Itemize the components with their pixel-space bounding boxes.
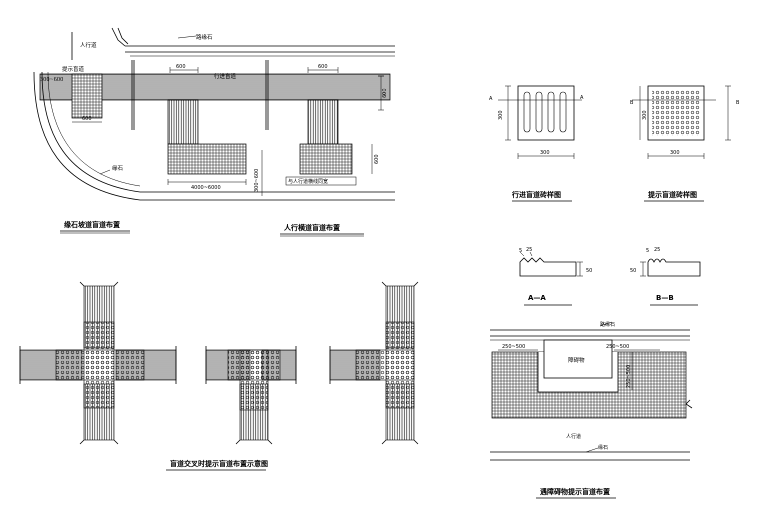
section-a-dim-50: 50 bbox=[586, 268, 592, 274]
dim-600-e: 600 bbox=[374, 154, 380, 164]
obstacle-dim-right: 250~500 bbox=[606, 344, 629, 350]
label-curb: 路缘石 bbox=[196, 33, 213, 41]
dim-600-d: 600 bbox=[382, 88, 388, 98]
obstacle-label: 障碍物 bbox=[568, 356, 585, 364]
hint-tile-detail bbox=[632, 85, 731, 159]
dim-300-600-vertical: 300~600 bbox=[254, 169, 260, 192]
label-crosswalk-width: 与人行道横线同宽 bbox=[288, 178, 328, 185]
guide-a-mark-right: A bbox=[580, 95, 584, 101]
dim-600-a: 600 bbox=[176, 64, 186, 70]
hint-b-mark-right: B bbox=[736, 100, 740, 106]
section-b-dim-50: 50 bbox=[630, 268, 636, 274]
obstacle-label-pedestrian: 人行道 bbox=[566, 433, 581, 440]
dim-600-b: 600 bbox=[318, 64, 328, 70]
hint-dim-300-v: 300 bbox=[642, 110, 648, 120]
obstacle-box bbox=[543, 339, 613, 379]
caption-crosswalk: 人行横道盲道布置 bbox=[284, 223, 340, 232]
hint-block-bottom-2 bbox=[299, 143, 353, 175]
intersection-cross bbox=[19, 281, 177, 445]
label-hint-tile: 提示盲道 bbox=[62, 65, 85, 73]
section-a-dim-5: 5 bbox=[519, 248, 522, 254]
caption-intersection: 盲道交叉时提示盲道布置示意图 bbox=[170, 459, 268, 468]
dim-300-600: 300~600 bbox=[40, 77, 63, 83]
caption-curb-corner: 缘石坡道盲道布置 bbox=[64, 220, 120, 229]
label-pedestrian: 人行道 bbox=[80, 41, 97, 49]
section-b-b bbox=[640, 258, 701, 277]
obstacle-label-curb: 路缘石 bbox=[600, 321, 615, 328]
guide-dim-300-h: 300 bbox=[540, 150, 550, 156]
intersection-corner bbox=[329, 281, 419, 445]
guide-strip-vertical-1 bbox=[167, 99, 199, 145]
caption-section-b: B—B bbox=[656, 294, 674, 302]
hint-block-left bbox=[71, 73, 103, 119]
label-curb-b: 缘石 bbox=[112, 164, 124, 172]
obstacle-label-curb-b: 缘石 bbox=[598, 444, 608, 451]
dim-600-c: 600 bbox=[82, 116, 92, 122]
section-a-a bbox=[519, 251, 583, 277]
label-guide-tile: 行进盲道 bbox=[214, 72, 237, 80]
dim-4000-6000: 4000~6000 bbox=[191, 185, 221, 191]
caption-section-a: A—A bbox=[528, 294, 546, 302]
caption-guide-detail: 行进盲道砖样图 bbox=[511, 190, 561, 199]
hint-b-mark-left: B bbox=[630, 100, 634, 106]
caption-hint-detail: 提示盲道砖样图 bbox=[647, 190, 697, 199]
guide-tile-detail bbox=[498, 85, 582, 159]
section-b-dim-25: 25 bbox=[654, 247, 660, 253]
obstacle-dim-left: 250~500 bbox=[502, 344, 525, 350]
obstacle-layout bbox=[490, 321, 693, 461]
hint-block-bottom-1 bbox=[167, 143, 247, 175]
intersection-tee bbox=[205, 346, 297, 445]
crosswalk-plan bbox=[33, 27, 395, 201]
caption-obstacle-layout: 遇障碍物提示盲道布置 bbox=[540, 487, 610, 496]
guide-dim-300-v: 300 bbox=[498, 110, 504, 120]
section-b-dim-5: 5 bbox=[646, 248, 649, 254]
section-a-dim-25: 25 bbox=[526, 247, 532, 253]
guide-strip-vertical-2 bbox=[307, 99, 339, 145]
obstacle-dim-vertical: 250~500 bbox=[626, 365, 632, 388]
guide-a-mark-left: A bbox=[489, 96, 493, 102]
hint-dim-300-h: 300 bbox=[670, 150, 680, 156]
